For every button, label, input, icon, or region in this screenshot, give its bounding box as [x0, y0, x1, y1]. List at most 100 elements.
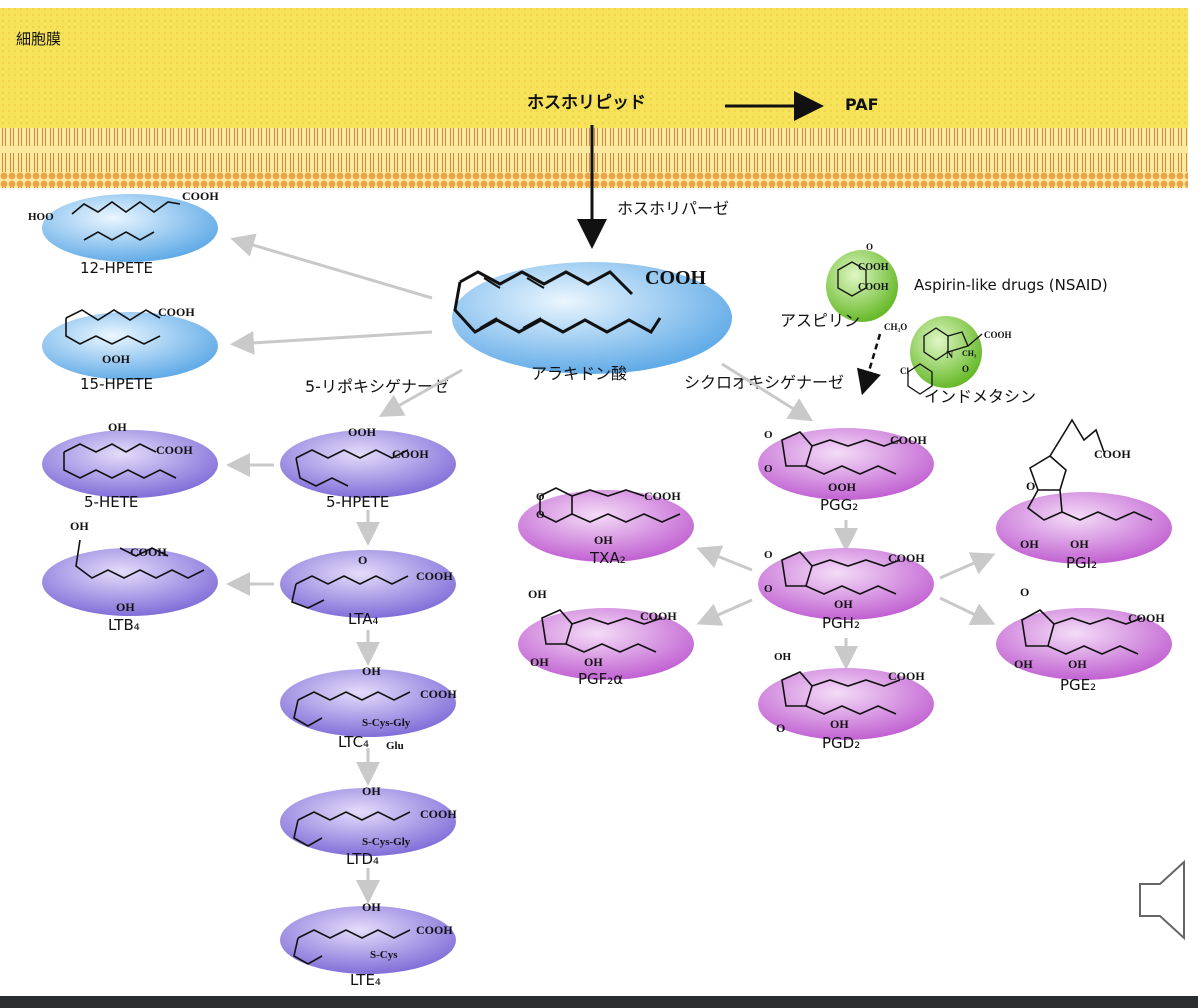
pgi2-label: PGI₂ [1066, 554, 1097, 572]
pge2-oh-right: OH [1068, 657, 1087, 671]
pgg2-o1: O [764, 429, 773, 441]
txa2 [518, 487, 694, 562]
hpete15-label: 15-HPETE [80, 375, 153, 393]
hpete-15 [42, 309, 218, 380]
indomethacin-molecule: CH₃O COOH N CH₃ Cl O [884, 316, 1012, 395]
lte4-label: LTE₄ [350, 971, 381, 989]
nsaid-label: Aspirin-like drugs (NSAID) [914, 276, 1108, 294]
pgf2a-cooh: COOH [640, 609, 677, 623]
indo-o: O [962, 364, 969, 374]
aspirin-cooh-2: COOH [858, 282, 889, 293]
txa2-o2: O [536, 509, 545, 521]
lta4 [280, 550, 456, 618]
pgd2-oh: OH [830, 717, 849, 731]
pgg2-cooh: COOH [890, 433, 927, 447]
nsaid-inhibition-arrow [856, 333, 882, 396]
pgh2-cooh: COOH [888, 551, 925, 565]
ltc4-glu: Glu [386, 740, 404, 752]
indo-ch3: CH₃ [962, 349, 977, 358]
ltd4-label: LTD₄ [346, 850, 379, 868]
pgi2-o: O [1026, 479, 1035, 493]
ltb4-label: LTB₄ [108, 616, 140, 634]
bottom-bar [0, 996, 1198, 1008]
hpete-5 [280, 430, 456, 498]
pgi2-oh-left: OH [1020, 537, 1039, 551]
aspirin-cooh-1: COOH [858, 262, 889, 273]
hete-5 [42, 430, 218, 498]
cell-membrane [0, 8, 1188, 188]
aspirin-label: アスピリン [780, 311, 860, 330]
ltc4-cooh: COOH [420, 687, 457, 701]
indo-cl: Cl [900, 366, 909, 376]
pgg2 [758, 428, 934, 500]
ltc4-oh: OH [362, 664, 381, 678]
pgf2a-oh-left: OH [530, 655, 549, 669]
hpete5-cooh: COOH [392, 447, 429, 461]
ltb4 [42, 539, 218, 616]
pgf2a-oh-right: OH [584, 655, 603, 669]
indo-cooh: COOH [984, 330, 1012, 340]
arachidonic-acid [452, 262, 732, 374]
lte4 [280, 906, 456, 974]
ltc4 [280, 669, 456, 737]
indo-ch3o: CH₃O [884, 322, 907, 332]
hpete12-label: 12-HPETE [80, 259, 153, 277]
lte4-cooh: COOH [416, 923, 453, 937]
lte4-scys: S-Cys [370, 949, 398, 961]
lta4-cooh: COOH [416, 569, 453, 583]
hete5-cooh: COOH [156, 443, 193, 457]
pge2-label: PGE₂ [1060, 676, 1096, 694]
pgi2-cooh: COOH [1094, 447, 1131, 461]
ltc4-label: LTC₄ [338, 733, 369, 751]
phospholipase-label: ホスホリパーゼ [617, 199, 729, 218]
pgh2-o1: O [764, 549, 773, 561]
pgf2a [518, 608, 694, 680]
hpete12-hoo: HOO [28, 211, 54, 223]
txa2-oh: OH [594, 533, 613, 547]
hpete12-cooh: COOH [182, 189, 219, 203]
txa2-cooh: COOH [644, 489, 681, 503]
pgd2-oh-top: OH [774, 651, 792, 663]
hpete15-cooh: COOH [158, 305, 195, 319]
pgg2-o2: O [764, 463, 773, 475]
pgd2-label: PGD₂ [822, 734, 860, 752]
pathway-arrows [226, 233, 996, 904]
aspirin-molecule: O COOH COOH [826, 242, 898, 322]
hete5-label: 5-HETE [84, 493, 138, 511]
pgg2-ooh: OOH [828, 480, 857, 494]
hpete5-ooh: OOH [348, 425, 377, 439]
pge2-oh-left: OH [1014, 657, 1033, 671]
pge2-o: O [1020, 585, 1029, 599]
pgh2-oh: OH [834, 597, 853, 611]
pgi2-oh-right: OH [1070, 537, 1089, 551]
lta4-label: LTA₄ [348, 610, 379, 628]
pgh2 [758, 548, 934, 620]
ltd4-scysgly: S-Cys-Gly [362, 836, 411, 848]
ltb4-oh-top: OH [70, 519, 89, 533]
ltd4-cooh: COOH [420, 807, 457, 821]
indo-n: N [946, 350, 954, 361]
pgf2a-oh-top: OH [528, 587, 547, 601]
phospholipid-label: ホスホリピッド [527, 93, 646, 113]
pgd2 [758, 668, 934, 740]
pgi2 [996, 418, 1172, 564]
hpete15-ooh: OOH [102, 352, 131, 366]
hete5-oh: OH [108, 420, 127, 434]
lta4-o: O [358, 553, 367, 567]
cyclooxygenase-label: シクロオキシゲナーゼ [684, 373, 844, 392]
membrane-label: 細胞膜 [16, 30, 61, 48]
txa2-label: TXA₂ [589, 549, 626, 567]
pge2-cooh: COOH [1128, 611, 1165, 625]
speaker-icon[interactable] [1139, 859, 1185, 941]
pgd2-cooh: COOH [888, 669, 925, 683]
pgg2-label: PGG₂ [820, 496, 858, 514]
hpete5-label: 5-HPETE [326, 493, 389, 511]
ltc4-scysgly: S-Cys-Gly [362, 717, 411, 729]
aspirin-o: O [866, 242, 873, 252]
arachidonic-cooh: COOH [645, 267, 707, 289]
pgh2-o2: O [764, 583, 773, 595]
paf-label: PAF [845, 95, 879, 114]
ltb4-oh-bottom: OH [116, 600, 135, 614]
ltd4-oh: OH [362, 784, 381, 798]
